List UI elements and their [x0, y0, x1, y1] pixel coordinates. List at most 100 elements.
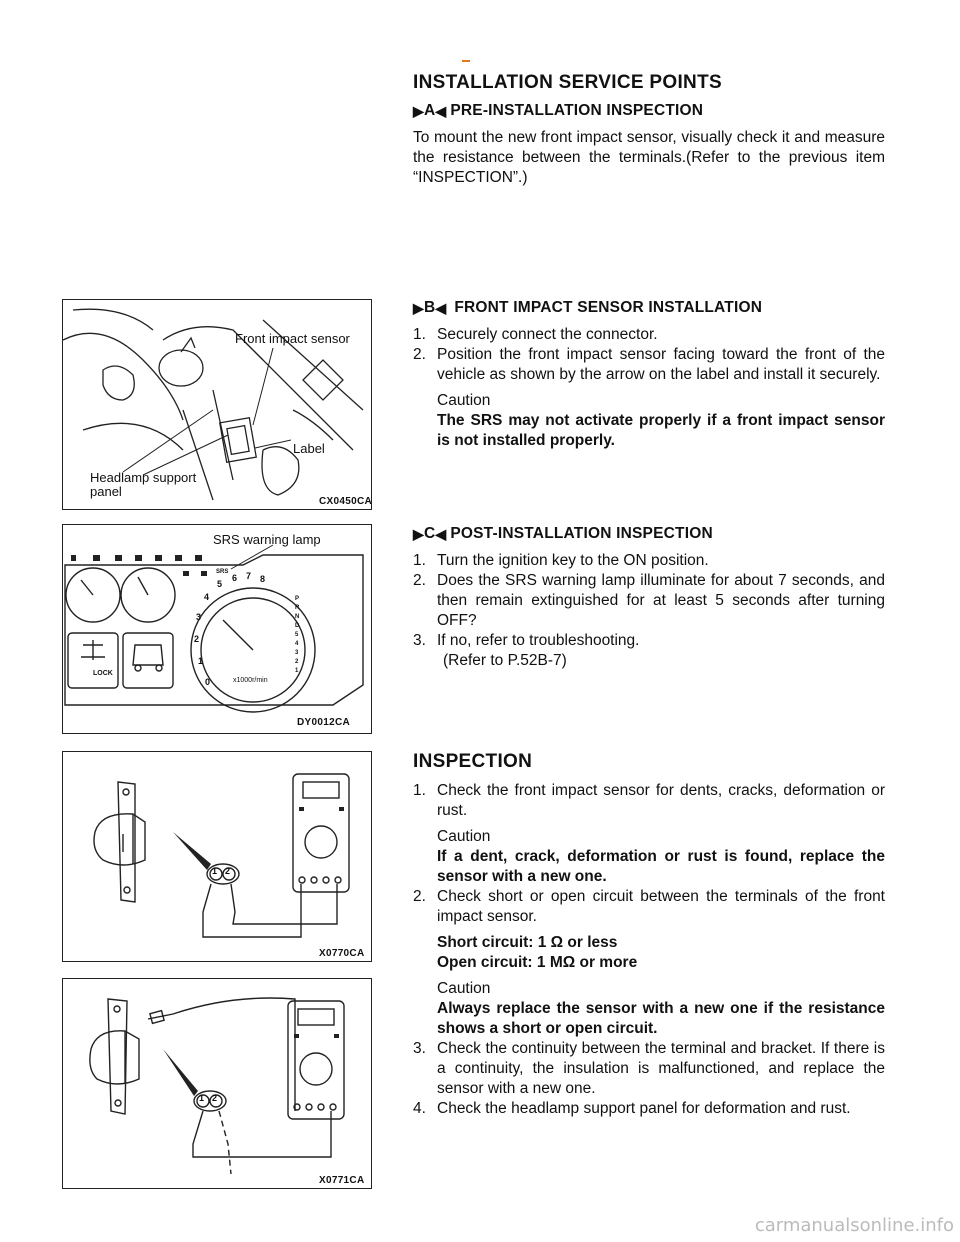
- step-number: 2.: [413, 572, 426, 589]
- figure-code: X0771CA: [319, 1175, 365, 1186]
- subsection-b-heading: ▶ B ◀ FRONT IMPACT SENSOR INSTALLATION: [413, 299, 885, 317]
- figure-short-open-check: 1 2 X0770CA: [62, 751, 372, 962]
- list-item: 2. Does the SRS warning lamp illuminate …: [413, 571, 885, 631]
- pin-1: 1: [212, 866, 218, 876]
- caution-text: The SRS may not activate properly if a f…: [437, 412, 885, 449]
- tach-number-6: 6: [232, 573, 238, 583]
- watermark: carmanualsonline.info: [754, 1215, 954, 1236]
- label-label: Label: [293, 441, 325, 456]
- header-accent: [462, 60, 470, 62]
- gear-letter: 4: [295, 641, 299, 647]
- pin-2: 2: [212, 1093, 218, 1103]
- tach-number-8: 8: [260, 574, 266, 584]
- triangle-right-icon: ▶: [413, 102, 424, 119]
- pin-1: 1: [199, 1093, 205, 1103]
- gear-letter: N: [295, 614, 300, 620]
- subsection-b: ▶ B ◀ FRONT IMPACT SENSOR INSTALLATION 1…: [413, 299, 885, 451]
- caution-label: Caution: [437, 980, 491, 997]
- figure-code: CX0450CA: [319, 496, 372, 507]
- label-srs-warning-lamp: SRS warning lamp: [213, 532, 321, 547]
- caution-block: Caution Always replace the sensor with a…: [413, 979, 885, 1039]
- step-text: Securely connect the connector.: [437, 326, 658, 343]
- tach-number-2: 2: [194, 634, 200, 644]
- triangle-right-icon: ▶: [413, 299, 424, 316]
- marker-b: B: [423, 299, 436, 316]
- pin-2: 2: [225, 866, 231, 876]
- gear-letter: P: [295, 596, 300, 602]
- section-title-inspection: INSPECTION: [413, 751, 533, 772]
- step-number: 2.: [413, 888, 426, 905]
- gear-letter: 5: [295, 632, 299, 638]
- figure-code: X0770CA: [319, 948, 365, 959]
- triangle-left-icon: ◀: [435, 102, 447, 119]
- figure-front-impact-sensor: Front impact sensor Label Headlamp suppo…: [62, 299, 372, 510]
- subsection-c: ▶ C ◀ POST-INSTALLATION INSPECTION 1. Tu…: [413, 525, 885, 671]
- gear-letter: D: [295, 623, 300, 629]
- list-item: 1. Securely connect the connector.: [413, 325, 885, 345]
- caution-block: Caution If a dent, crack, deformation or…: [413, 827, 885, 887]
- troubleshooting-reference: (Refer to P.52B-7): [443, 652, 567, 669]
- step-number: 3.: [413, 632, 426, 649]
- triangle-left-icon: ◀: [435, 525, 447, 542]
- tach-number-7: 7: [246, 571, 252, 581]
- srs-indicator-text: SRS: [216, 569, 229, 575]
- triangle-left-icon: ◀: [435, 299, 447, 316]
- tach-number-0: 0: [205, 677, 211, 687]
- tach-number-1: 1: [198, 656, 204, 666]
- step-number: 2.: [413, 346, 426, 363]
- list-item: 2. Check short or open circuit between t…: [413, 887, 885, 927]
- step-text: Check the front impact sensor for dents,…: [437, 782, 885, 819]
- tach-number-4: 4: [204, 592, 210, 602]
- list-item: 3. If no, refer to troubleshooting.: [413, 631, 885, 651]
- step-number: 3.: [413, 1040, 426, 1057]
- list-item: 2. Position the front impact sensor faci…: [413, 345, 885, 385]
- subsection-b-title: FRONT IMPACT SENSOR INSTALLATION: [454, 299, 763, 316]
- caution-text: If a dent, crack, deformation or rust is…: [437, 848, 885, 885]
- figure-code: DY0012CA: [297, 717, 350, 728]
- step-text: Position the front impact sensor facing …: [437, 346, 885, 383]
- step-text: Check short or open circuit between the …: [437, 888, 885, 925]
- step-text: Turn the ignition key to the ON position…: [437, 552, 709, 569]
- inspection-section: INSPECTION 1. Check the front impact sen…: [413, 751, 885, 1119]
- spec-open-circuit: Open circuit: 1 MΩ or more: [437, 954, 638, 971]
- list-item: 1. Check the front impact sensor for den…: [413, 781, 885, 821]
- multimeter-drawing-1: [93, 773, 350, 938]
- label-front-impact-sensor: Front impact sensor: [235, 331, 350, 346]
- multimeter-drawing-2: [89, 997, 345, 1175]
- figure-continuity-check: 1 2 X0771CA: [62, 978, 372, 1189]
- instrument-cluster-drawing: [64, 544, 364, 713]
- gauge-unit: x1000r/min: [233, 677, 268, 684]
- gear-letter: 2: [295, 659, 299, 665]
- gear-letter: 3: [295, 650, 299, 656]
- step-number: 1.: [413, 326, 426, 343]
- step-number: 4.: [413, 1100, 426, 1117]
- label-headlamp-support-2: panel: [90, 484, 122, 499]
- subsection-a-title: PRE-INSTALLATION INSPECTION: [450, 102, 704, 119]
- list-item: 1. Turn the ignition key to the ON posit…: [413, 551, 885, 571]
- subsection-a-body: To mount the new front impact sensor, vi…: [413, 129, 885, 186]
- step-text: Check the headlamp support panel for def…: [437, 1100, 851, 1117]
- lock-text: LOCK: [93, 670, 113, 677]
- spec-short-circuit: Short circuit: 1 Ω or less: [437, 934, 618, 951]
- step-text: Does the SRS warning lamp illuminate for…: [437, 572, 885, 629]
- caution-block: Caution The SRS may not activate properl…: [413, 391, 885, 451]
- caution-label: Caution: [437, 828, 491, 845]
- subsection-c-heading: ▶ C ◀ POST-INSTALLATION INSPECTION: [413, 525, 885, 543]
- gear-letters: P R N D 5 4 3 2 1: [295, 595, 303, 676]
- subsection-a-heading: ▶ A ◀ PRE-INSTALLATION INSPECTION: [413, 102, 885, 120]
- list-item: 3. Check the continuity between the term…: [413, 1039, 885, 1099]
- gear-letter: 1: [295, 668, 299, 674]
- tach-number-3: 3: [196, 612, 202, 622]
- triangle-right-icon: ▶: [413, 525, 424, 542]
- engine-bay-drawing: [63, 308, 364, 501]
- step-text: Check the continuity between the termina…: [437, 1040, 885, 1097]
- caution-label: Caution: [437, 392, 491, 409]
- step-number: 1.: [413, 552, 426, 569]
- installation-service-points: INSTALLATION SERVICE POINTS ▶ A ◀ PRE-IN…: [413, 72, 885, 188]
- step-text: If no, refer to troubleshooting.: [437, 632, 640, 649]
- section-title-installation: INSTALLATION SERVICE POINTS: [413, 72, 722, 93]
- marker-c: C: [423, 525, 436, 542]
- subsection-c-title: POST-INSTALLATION INSPECTION: [450, 525, 713, 542]
- tach-number-5: 5: [217, 579, 223, 589]
- figure-instrument-cluster: SRS warning lamp SRS LOCK x1000r/min 0 1…: [62, 524, 372, 734]
